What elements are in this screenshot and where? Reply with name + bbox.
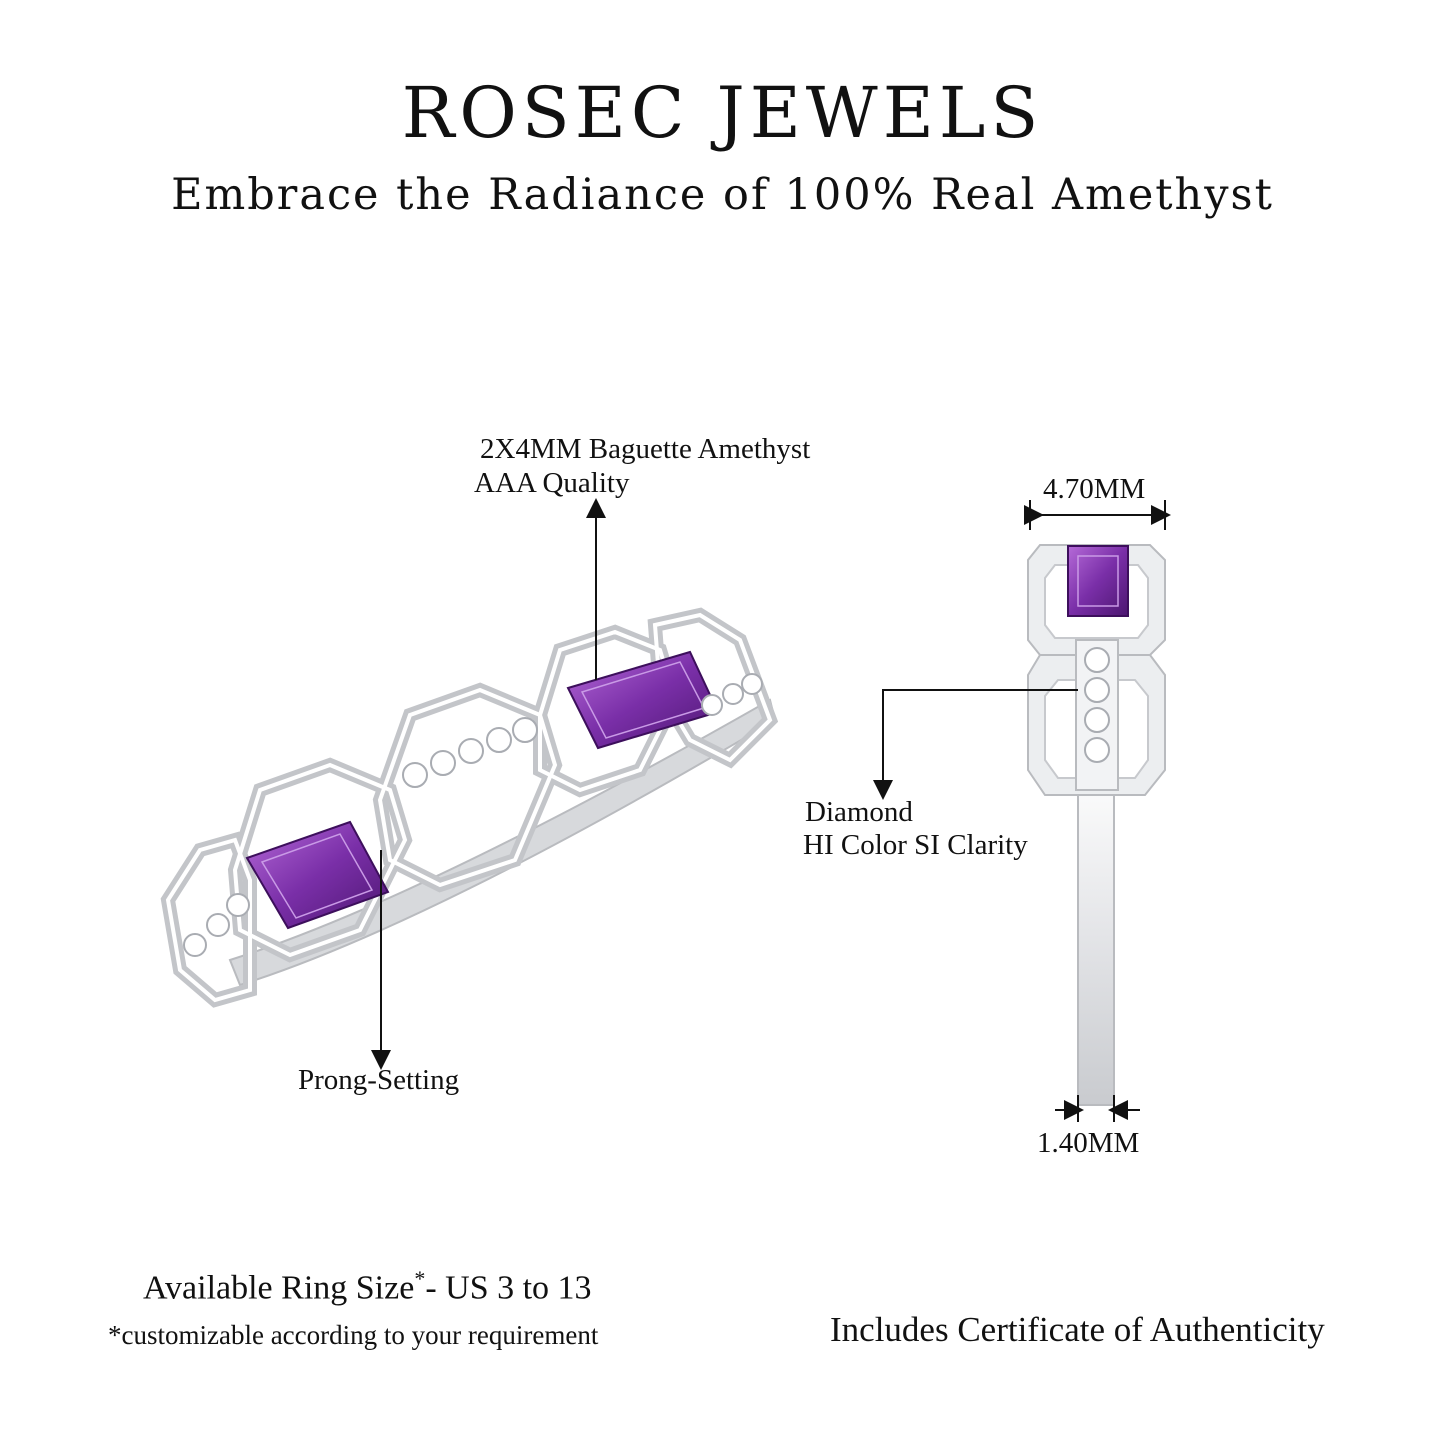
amethyst-stone-left <box>245 820 390 930</box>
label-band-width: 1.40MM <box>1037 1127 1140 1159</box>
label-amethyst-size: 2X4MM Baguette Amethyst <box>480 433 811 465</box>
certificate-note: Includes Certificate of Authenticity <box>830 1310 1325 1349</box>
ring-side-view <box>160 607 779 1008</box>
ring-front-view <box>1027 544 1166 1106</box>
label-amethyst-quality: AAA Quality <box>474 467 630 499</box>
ring-size-asterisk: * <box>414 1266 426 1291</box>
diamond-row-front <box>1084 647 1110 763</box>
customizable-note: *customizable according to your requirem… <box>108 1320 599 1350</box>
tagline: Embrace the Radiance of 100% Real Amethy… <box>171 170 1274 220</box>
ring-size-label: Available Ring Size <box>143 1269 415 1307</box>
arrow-diamond <box>873 689 1078 800</box>
brand-title: ROSEC JEWELS <box>401 72 1044 154</box>
label-diamond: Diamond <box>805 796 913 828</box>
label-prong-setting: Prong-Setting <box>298 1064 460 1096</box>
label-diamond-quality: HI Color SI Clarity <box>803 829 1028 861</box>
diamond-row <box>183 673 763 957</box>
label-top-width: 4.70MM <box>1043 473 1146 505</box>
ring-size-line: Available Ring Size*- US 3 to 13 <box>143 1266 592 1307</box>
ring-size-value: - US 3 to 13 <box>425 1269 592 1307</box>
amethyst-stone-right <box>566 650 720 750</box>
